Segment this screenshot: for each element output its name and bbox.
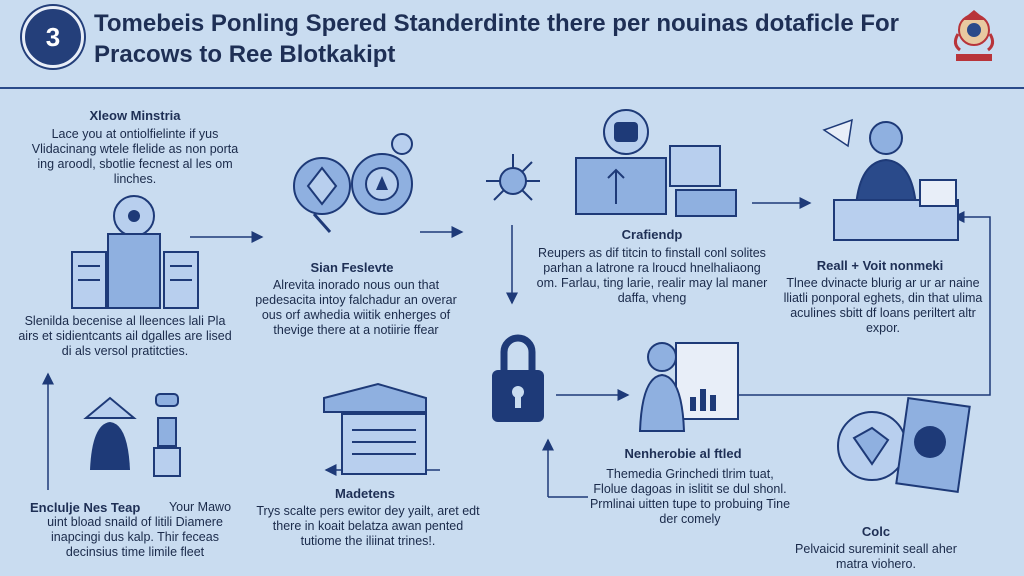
step6-text: Your Mawo uint bload snaild of litili Di… (47, 500, 232, 559)
crest-logo (953, 10, 995, 61)
person-at-desk-icon (822, 118, 959, 241)
step1-title: Xleow Minstria (89, 108, 181, 123)
step9-title: Colc (861, 524, 891, 539)
step6-title: Enclulje Nes Teap (30, 500, 141, 515)
step7-text: Trys scalte pers ewitor dey yailt, aret … (256, 504, 480, 548)
lock-icon (492, 334, 544, 422)
step-number-badge: 3 (22, 6, 84, 68)
step5-text: Tlnee dvinacte blurig ar ur ar naine lli… (783, 276, 983, 335)
step4-text: Reupers as dif titcin to finstall conl s… (536, 246, 768, 305)
devices-icon (575, 109, 737, 217)
document-icon (323, 382, 427, 475)
step9-text: Pelvaicid sureminit seall aher matra vio… (795, 542, 957, 571)
step5-title: Reall + Voit nonmeki (816, 258, 944, 273)
step3-title: Sian Feslevte (310, 260, 394, 275)
step2-text: Slenilda becenise al lleences lali Pla a… (18, 314, 232, 358)
security-guard-icon (83, 393, 181, 477)
step8-text: Themedia Grinchedi tlrim tuat, Flolue da… (589, 467, 791, 526)
step4-title: Crafiendp (621, 227, 683, 242)
person-screen-icon (638, 342, 739, 432)
page-title: Tomebeis Ponling Spered Standerdinte the… (94, 10, 900, 68)
step7-title: Madetens (335, 486, 395, 501)
step8-title: Nenherobie al ftled (624, 446, 742, 461)
server-rack-icon (71, 195, 199, 309)
header-divider (0, 87, 1024, 89)
folder-icon (837, 396, 971, 494)
step1-text: Lace you at ontiolfielinte if yus Vlidac… (31, 127, 239, 186)
network-node-icon (486, 154, 540, 201)
step3-text: Alrevita inorado nous oun that pedesacit… (255, 278, 457, 337)
gear-icon (293, 133, 413, 233)
